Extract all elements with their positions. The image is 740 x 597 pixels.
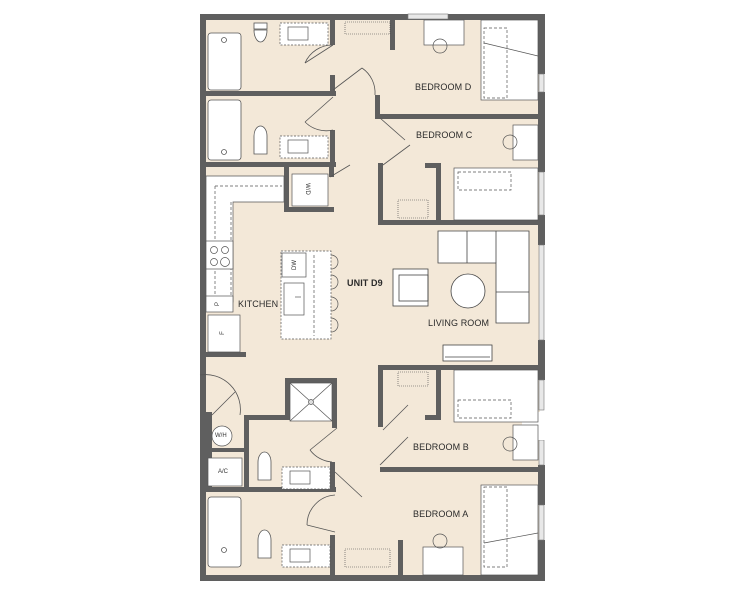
- room-label-bedroom-c: BEDROOM C: [416, 130, 473, 140]
- pantry-label: P: [215, 301, 222, 307]
- vanities: [279, 22, 331, 568]
- room-label-kitchen: KITCHEN: [238, 299, 279, 309]
- water-heater-label: W/H: [215, 433, 227, 439]
- utility-closet: [207, 425, 243, 487]
- toilets: [253, 22, 272, 559]
- room-label-living-room: LIVING ROOM: [428, 318, 490, 328]
- exterior-walls: [200, 14, 545, 581]
- room-label-bedroom-a: BEDROOM A: [413, 509, 469, 519]
- desks: [422, 19, 539, 576]
- shower: [289, 382, 333, 422]
- ac-label: A/C: [218, 469, 229, 475]
- closet-rods: [344, 21, 429, 568]
- bathtubs: [207, 32, 242, 568]
- dishwasher-label: DW: [292, 260, 298, 270]
- room-label-bedroom-b: BEDROOM B: [413, 442, 469, 452]
- fridge-label: F: [219, 331, 226, 335]
- unit-label: UNIT D9: [347, 278, 383, 288]
- washer-dryer-label: W/D: [303, 183, 310, 195]
- living-furniture: [392, 230, 530, 362]
- beds: [453, 19, 539, 576]
- doors: [199, 44, 411, 533]
- room-label-bedroom-d: BEDROOM D: [415, 82, 472, 92]
- kitchen-counters: [205, 173, 339, 353]
- interior-walls: [206, 20, 540, 580]
